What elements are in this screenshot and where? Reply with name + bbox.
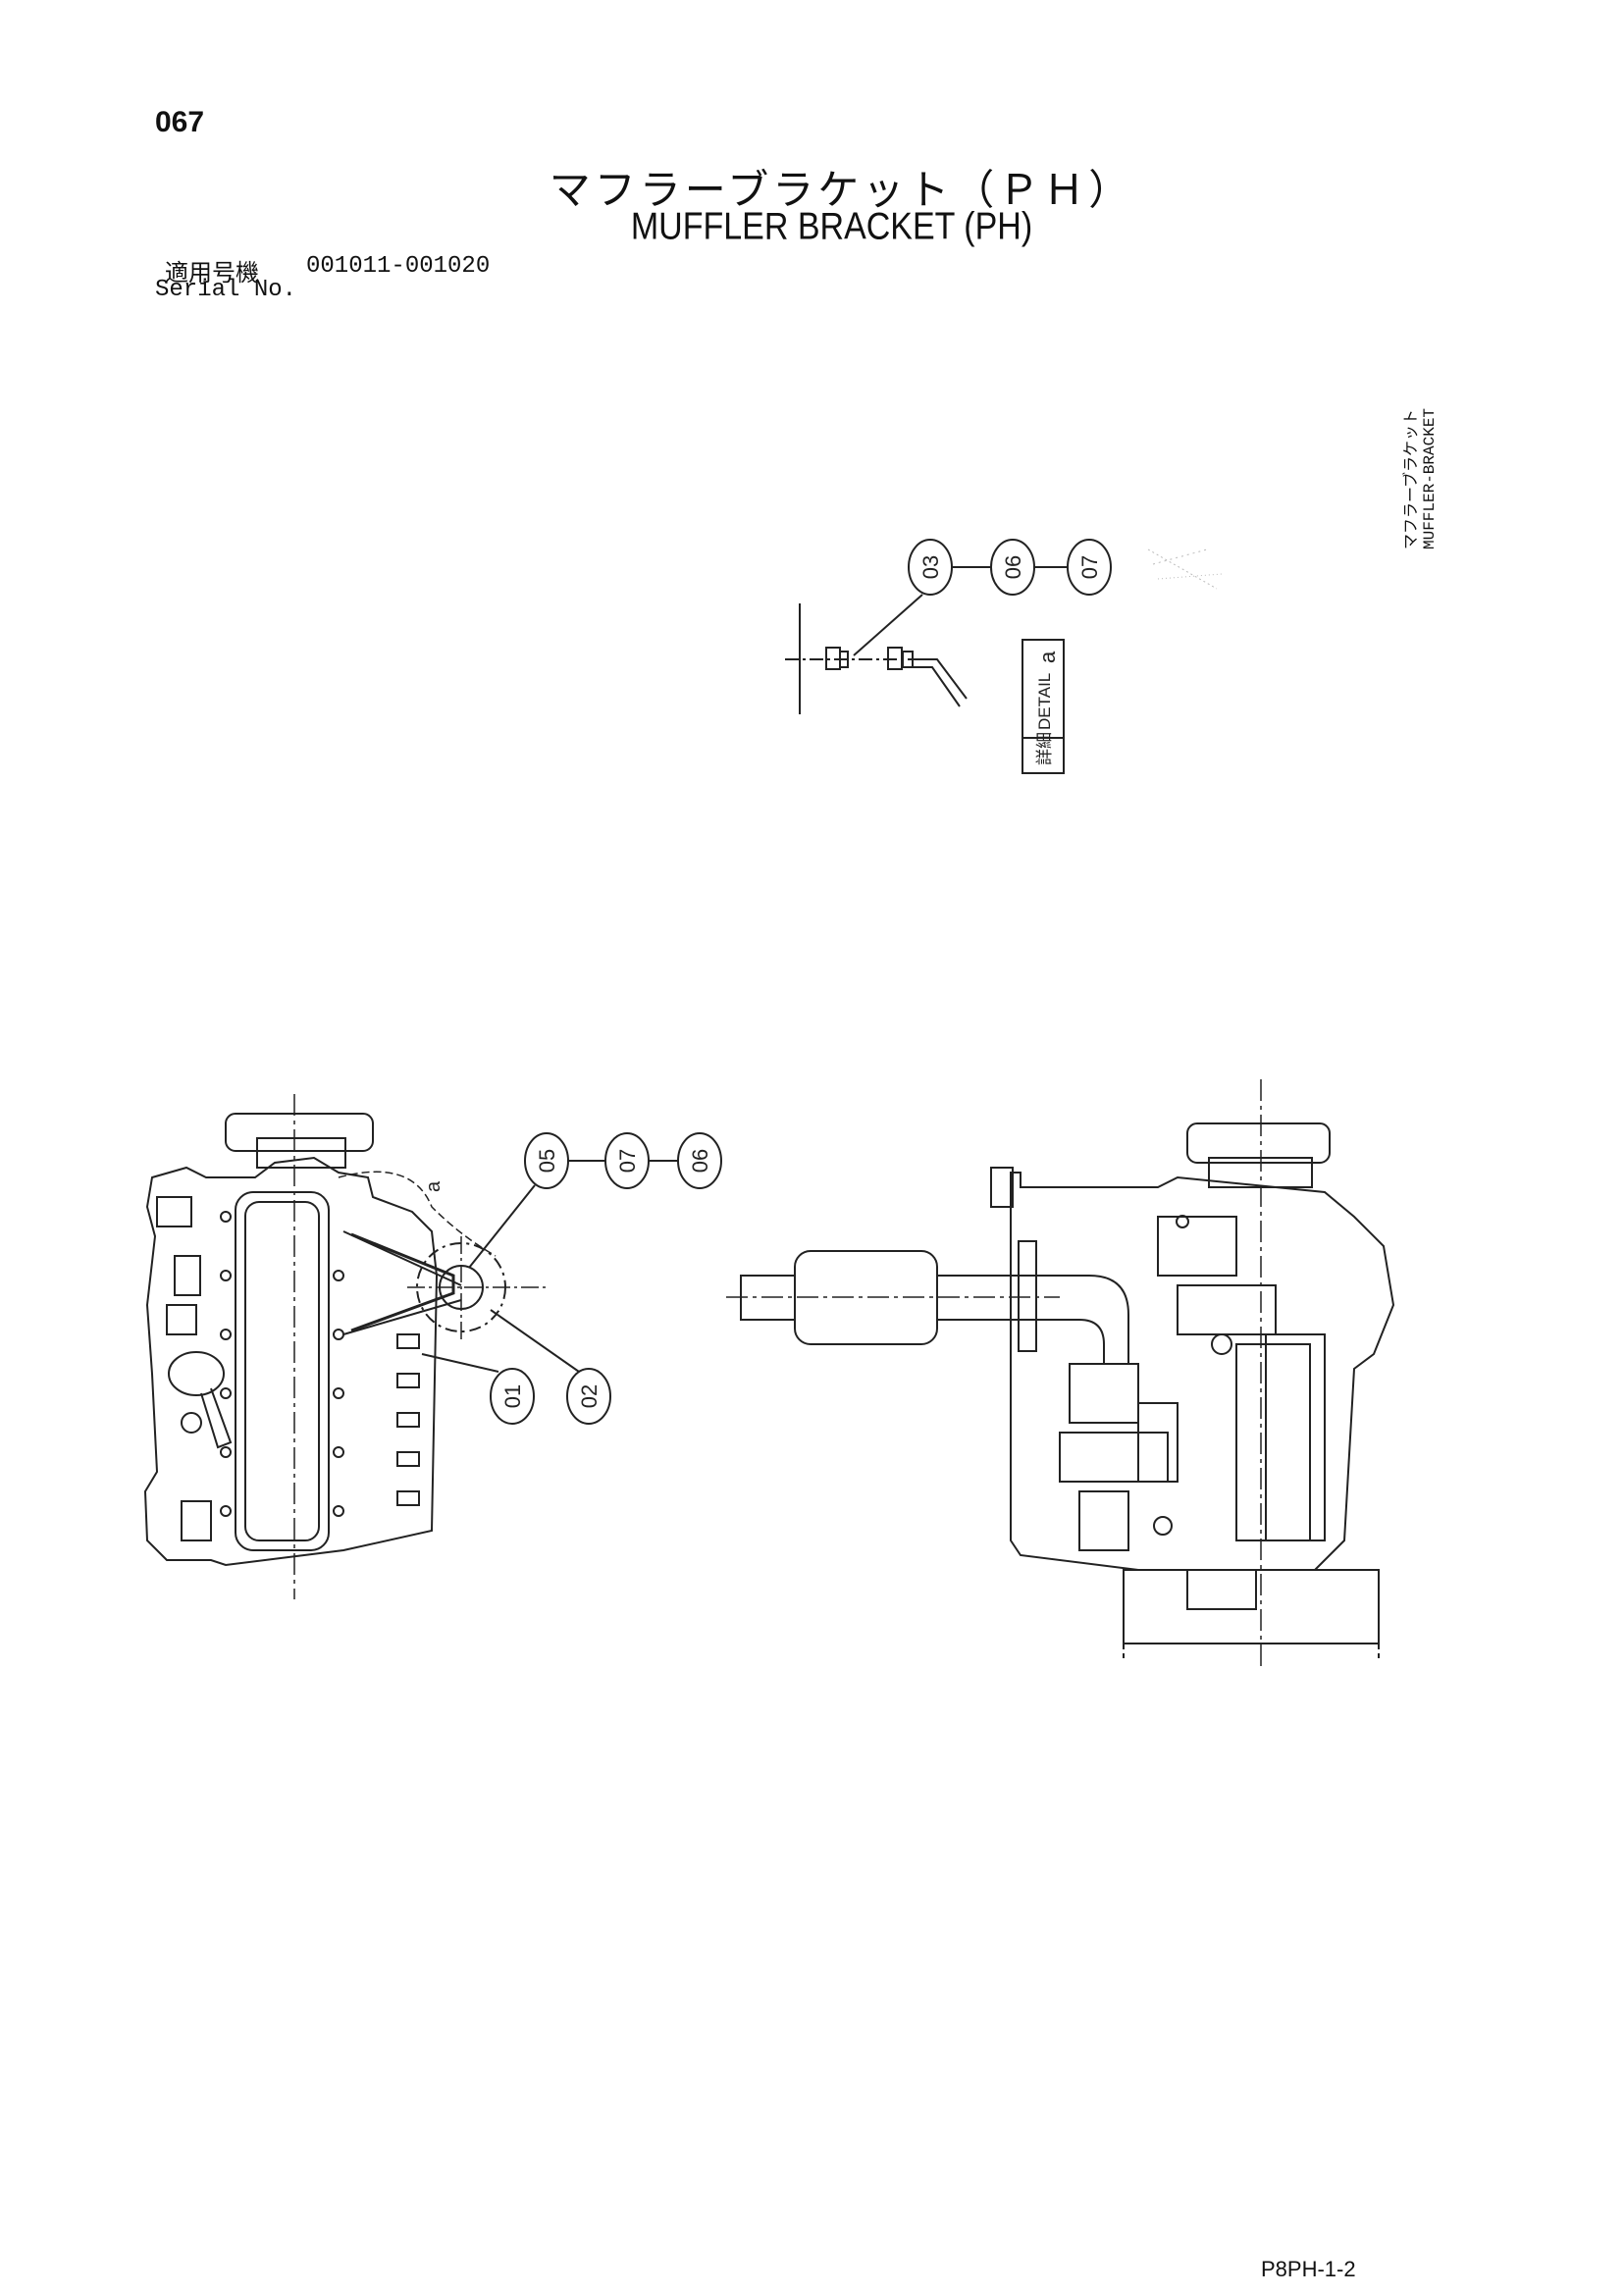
left-callout[interactable]: 05 [524, 1132, 569, 1189]
drawing-code: P8PH-1-2 [1261, 2257, 1356, 2281]
engine-side-view: a 05 07 06 01 02 [143, 1094, 722, 1599]
page-number: 067 [155, 106, 205, 138]
engine-front-view [726, 1079, 1395, 1668]
svg-text:詳細: 詳細 [1035, 732, 1054, 765]
detail-view: 03 06 07 詳細 DETAIL a [785, 539, 1223, 774]
detail-callout[interactable]: 03 [908, 539, 953, 596]
serial-label-en: Serial No. [155, 277, 297, 303]
svg-text:a: a [1035, 651, 1060, 663]
svg-text:07: 07 [615, 1149, 640, 1173]
left-callout[interactable]: 06 [677, 1132, 722, 1189]
left-callout[interactable]: 02 [566, 1368, 611, 1425]
svg-text:02: 02 [577, 1384, 602, 1408]
detail-label-box: 詳細 DETAIL a [1022, 639, 1065, 774]
svg-text:06: 06 [1001, 555, 1025, 579]
detail-callout[interactable]: 06 [990, 539, 1035, 596]
page-title-jp: マフラーブラケット（ＰＨ） [549, 166, 1134, 214]
page-title-en: MUFFLER BRACKET (PH) [630, 205, 1033, 248]
svg-text:a: a [423, 1180, 445, 1192]
svg-text:DETAIL: DETAIL [1035, 673, 1054, 730]
svg-text:05: 05 [535, 1149, 559, 1173]
svg-text:01: 01 [500, 1384, 525, 1408]
serial-range: 001011-001020 [306, 253, 491, 280]
svg-text:03: 03 [918, 555, 943, 579]
svg-text:06: 06 [688, 1149, 712, 1173]
left-callout[interactable]: 01 [490, 1368, 535, 1425]
detail-callout[interactable]: 07 [1067, 539, 1112, 596]
left-callout[interactable]: 07 [604, 1132, 650, 1189]
svg-text:07: 07 [1077, 555, 1102, 579]
serial-label-jp: 適用号機 [165, 259, 259, 287]
